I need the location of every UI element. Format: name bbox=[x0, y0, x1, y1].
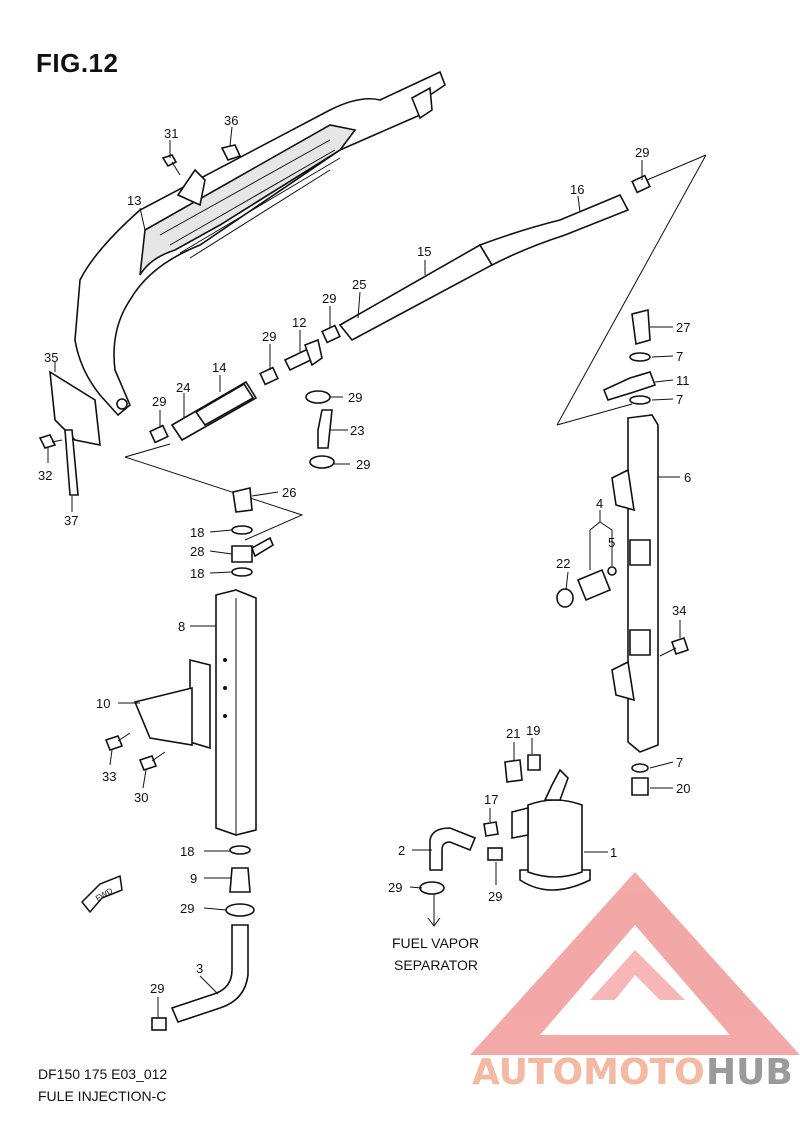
hose-clamps bbox=[149, 174, 651, 1031]
label-29j: 29 bbox=[488, 889, 502, 904]
vapor-note-line1: FUEL VAPOR bbox=[392, 935, 479, 951]
bolts-bracket bbox=[104, 732, 166, 771]
label-29b: 29 bbox=[262, 329, 276, 344]
label-31: 31 bbox=[164, 126, 178, 141]
vapor-separator-1 bbox=[511, 768, 591, 891]
bolts-top bbox=[38, 144, 242, 449]
label-37: 37 bbox=[64, 513, 78, 528]
figure-title: FIG.12 bbox=[36, 48, 119, 78]
fwd-arrow-icon: FWD bbox=[80, 874, 123, 914]
hose-assembly bbox=[170, 193, 630, 449]
lower-fittings bbox=[170, 845, 251, 1023]
label-4: 4 bbox=[596, 496, 603, 511]
label-34: 34 bbox=[672, 603, 686, 618]
fuel-rail-8 bbox=[215, 589, 257, 836]
label-33: 33 bbox=[102, 769, 116, 784]
hose-2 bbox=[429, 827, 477, 871]
label-29i: 29 bbox=[388, 880, 402, 895]
label-12: 12 bbox=[292, 315, 306, 330]
label-22: 22 bbox=[556, 556, 570, 571]
label-7c: 7 bbox=[676, 755, 683, 770]
label-10: 10 bbox=[96, 696, 110, 711]
label-14: 14 bbox=[212, 360, 226, 375]
label-29c: 29 bbox=[322, 291, 336, 306]
label-29f: 29 bbox=[356, 457, 370, 472]
label-5: 5 bbox=[608, 535, 615, 550]
label-32: 32 bbox=[38, 468, 52, 483]
diagram-code: DF150 175 E03_012 bbox=[38, 1066, 168, 1082]
assembly-lines bbox=[124, 154, 707, 541]
label-16: 16 bbox=[570, 182, 584, 197]
label-21: 21 bbox=[506, 726, 520, 741]
label-23: 23 bbox=[350, 423, 364, 438]
bracket-35 bbox=[49, 370, 101, 446]
label-11: 11 bbox=[676, 373, 690, 388]
label-18c: 18 bbox=[180, 844, 194, 859]
vapor-arrow bbox=[427, 895, 441, 927]
label-30: 30 bbox=[134, 790, 148, 805]
watermark-part1: AUTOMOTO bbox=[472, 1052, 705, 1093]
label-29h: 29 bbox=[150, 981, 164, 996]
label-29a: 29 bbox=[152, 394, 166, 409]
label-1: 1 bbox=[610, 845, 617, 860]
label-29g: 29 bbox=[180, 901, 194, 916]
vapor-note-line2: SEPARATOR bbox=[394, 957, 478, 973]
part-labels: 31 36 13 35 32 37 24 14 29 29 12 29 25 1… bbox=[38, 113, 691, 996]
bracket-10 bbox=[133, 658, 211, 750]
label-17: 17 bbox=[484, 792, 498, 807]
intake-cover-13 bbox=[74, 70, 446, 417]
label-2: 2 bbox=[398, 843, 405, 858]
label-28: 28 bbox=[190, 544, 204, 559]
label-7b: 7 bbox=[676, 392, 683, 407]
label-35: 35 bbox=[44, 350, 58, 365]
watermark-logo bbox=[470, 872, 800, 1055]
label-25: 25 bbox=[352, 277, 366, 292]
label-7a: 7 bbox=[676, 349, 683, 364]
label-29e: 29 bbox=[348, 390, 362, 405]
label-26: 26 bbox=[282, 485, 296, 500]
label-27: 27 bbox=[676, 320, 690, 335]
leader-lines bbox=[47, 126, 681, 1018]
label-24: 24 bbox=[176, 380, 190, 395]
label-6: 6 bbox=[684, 470, 691, 485]
watermark-part2: HUB bbox=[706, 1052, 793, 1093]
label-8: 8 bbox=[178, 619, 185, 634]
injector-22 bbox=[556, 566, 617, 608]
label-20: 20 bbox=[676, 781, 690, 796]
label-3: 3 bbox=[196, 961, 203, 976]
label-18b: 18 bbox=[190, 566, 204, 581]
label-36: 36 bbox=[224, 113, 238, 128]
label-19: 19 bbox=[526, 723, 540, 738]
bolt-34 bbox=[659, 636, 690, 657]
label-9: 9 bbox=[190, 871, 197, 886]
bolt-17 bbox=[483, 821, 499, 837]
label-15: 15 bbox=[417, 244, 431, 259]
label-18a: 18 bbox=[190, 525, 204, 540]
union-bolt-26 bbox=[231, 487, 275, 577]
fuel-rail-6 bbox=[611, 414, 659, 753]
plug-20 bbox=[631, 763, 649, 796]
banjo-11 bbox=[602, 308, 657, 405]
label-29d: 29 bbox=[635, 145, 649, 160]
watermark-text: AUTOMOTO HUB bbox=[472, 1052, 793, 1093]
label-13: 13 bbox=[127, 193, 141, 208]
grommets-21-19 bbox=[504, 754, 541, 783]
diagram-caption: FULE INJECTION-C bbox=[38, 1088, 167, 1104]
clip-37 bbox=[64, 429, 79, 496]
